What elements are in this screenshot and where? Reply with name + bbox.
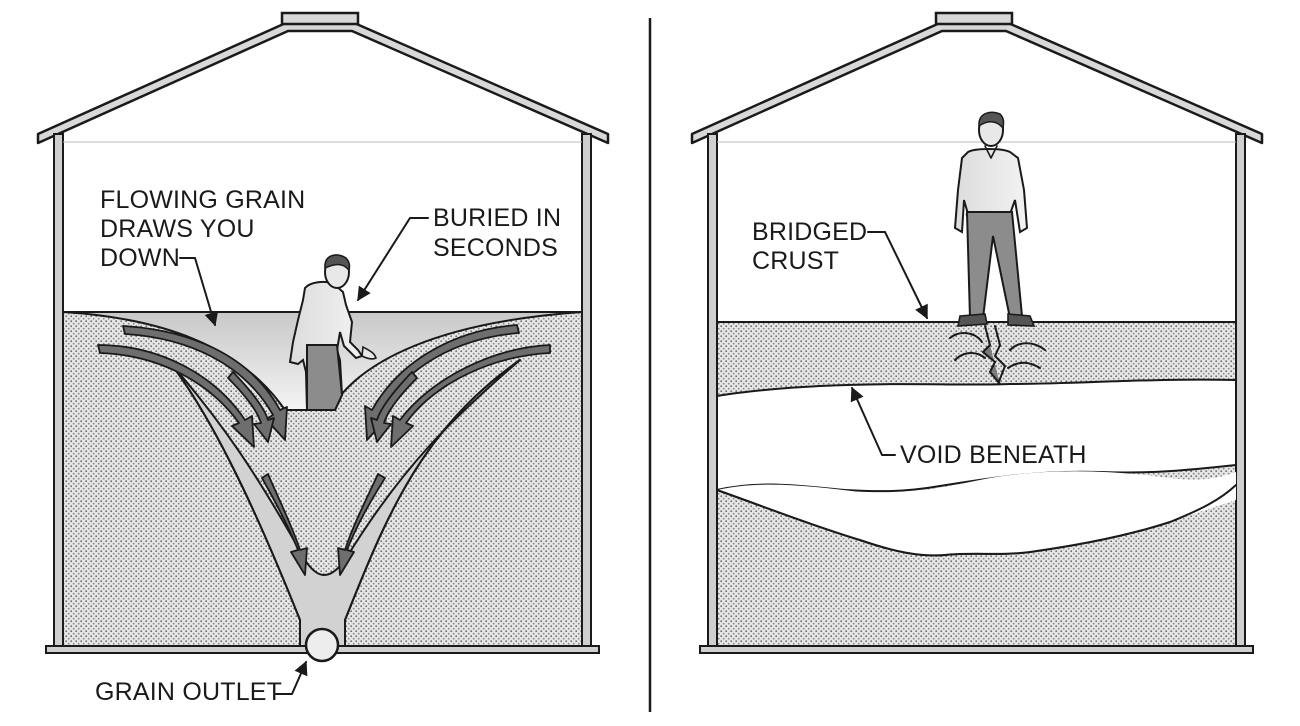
- left-bin-wall-right: [581, 133, 592, 647]
- bridged-crust: [716, 321, 1237, 398]
- grain-outlet: [304, 627, 340, 663]
- right-bin-wall-right: [1235, 133, 1246, 647]
- left-flow-arrows: [97, 324, 551, 576]
- label-void-beneath: VOID BENEATH: [900, 441, 1087, 469]
- leader-grain-outlet: [275, 660, 308, 695]
- leader-buried: [357, 217, 429, 302]
- standing-person-figure: [953, 111, 1036, 327]
- crust-crack: [949, 325, 1046, 385]
- left-bin-roof: [36, 11, 610, 145]
- left-grain-bin: FLOWING GRAIN DRAWS YOU DOWN BURIED IN S…: [36, 11, 610, 706]
- label-bridged-line1: BRIDGED: [752, 218, 867, 246]
- right-bin-wall-left: [707, 133, 718, 647]
- leader-flowing-grain: [179, 257, 219, 327]
- label-buried-line2: SECONDS: [433, 234, 558, 262]
- leader-void: [850, 386, 896, 456]
- right-grain-bin: BRIDGED CRUST VOID BENEATH: [690, 11, 1264, 654]
- label-buried-line1: BURIED IN: [433, 204, 561, 232]
- right-bin-floor: [699, 645, 1254, 654]
- sinking-person-figure: [288, 254, 377, 411]
- leader-bridged: [867, 231, 928, 320]
- label-bridged-line2: CRUST: [752, 247, 839, 275]
- label-flowing-grain-line2: DRAWS YOU: [100, 215, 255, 243]
- left-bin-wall-left: [53, 133, 64, 647]
- right-bin-roof: [690, 11, 1264, 145]
- label-grain-outlet: GRAIN OUTLET: [95, 678, 282, 706]
- label-flowing-grain-line1: FLOWING GRAIN: [100, 186, 305, 214]
- label-flowing-grain-line3: DOWN: [100, 244, 180, 272]
